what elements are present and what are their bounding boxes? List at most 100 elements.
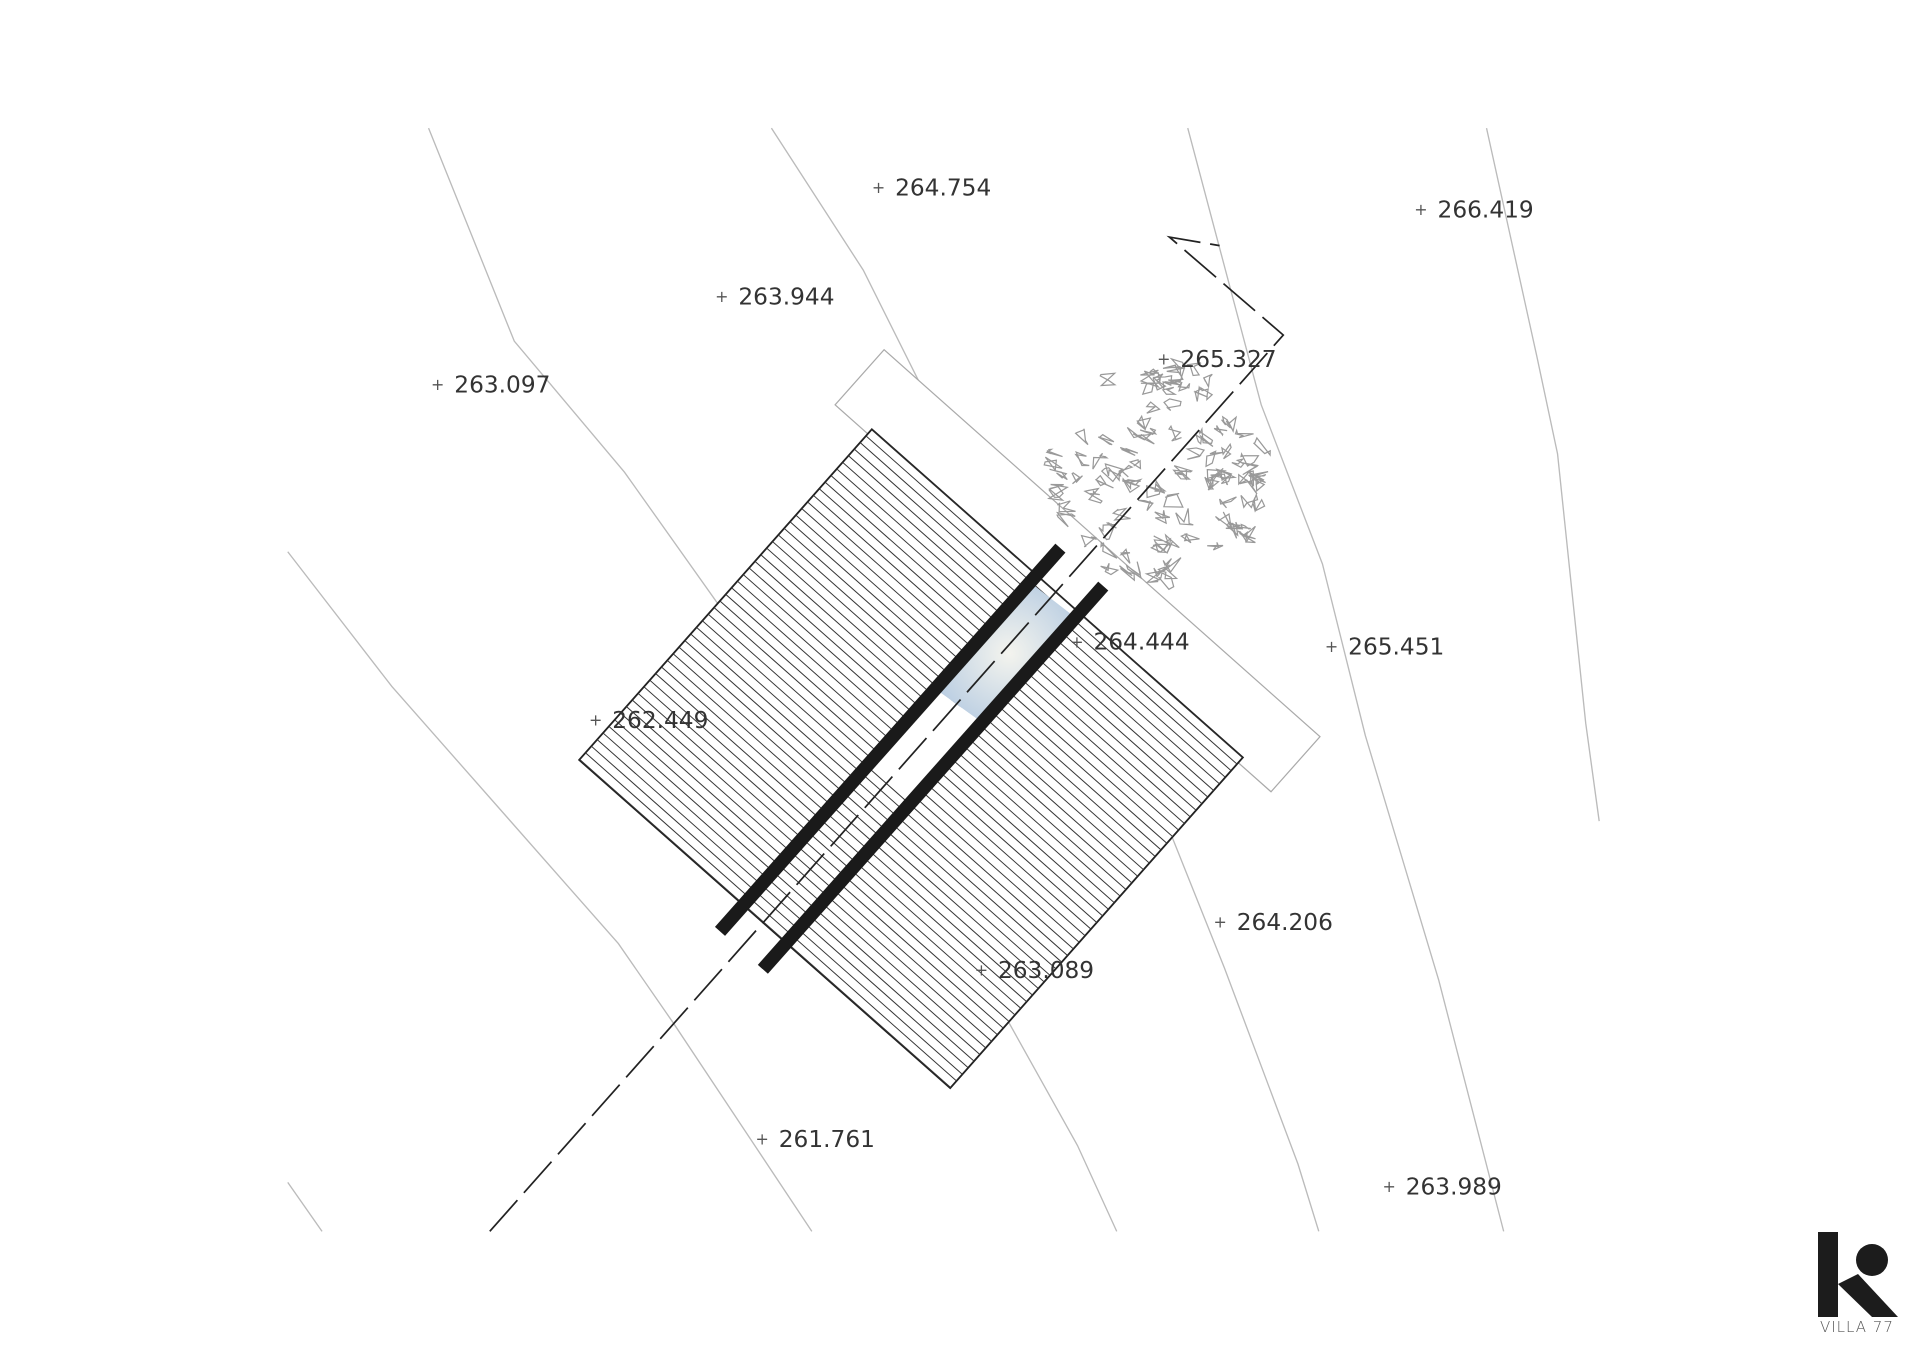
spot-level-label: 263.944	[738, 283, 834, 310]
hatch-line	[579, 429, 1243, 970]
leaf-shape	[1119, 464, 1134, 478]
hatch-line	[579, 429, 1243, 1069]
leaf-shape	[1071, 472, 1083, 485]
wall-bar	[714, 543, 1066, 936]
level-marker-icon: +	[1070, 632, 1083, 651]
hatch-line	[579, 429, 1243, 963]
leaf-shape	[1099, 372, 1117, 387]
level-marker-icon: +	[975, 960, 988, 979]
leaf-shape	[1119, 447, 1139, 456]
leaf-shape	[1149, 368, 1162, 382]
level-marker-icon: +	[1325, 637, 1338, 656]
leaf-shape	[1104, 463, 1125, 477]
leaf-shape	[1146, 479, 1162, 499]
hatch-line	[579, 429, 1243, 1062]
leaf-shape	[1049, 468, 1068, 481]
hatch-line	[579, 429, 1137, 1089]
hatch-line	[579, 429, 1143, 1089]
axis-line	[489, 235, 1285, 1232]
level-marker-icon: +	[872, 178, 885, 197]
leaf-shape	[1111, 507, 1131, 521]
hatch-line	[579, 429, 1243, 1029]
leaf-shape	[1252, 436, 1271, 457]
glass-skylight	[940, 586, 1078, 721]
leaf-shape	[1092, 452, 1109, 470]
leaf-shape	[1122, 477, 1143, 491]
hatch-line	[579, 429, 1243, 943]
contour-line	[1485, 127, 1600, 822]
leaf-shape	[1074, 450, 1090, 467]
leaf-shape	[1152, 374, 1173, 391]
spot-level-label: 263.989	[1406, 1174, 1502, 1201]
hatch-line	[579, 429, 1243, 930]
leaf-shape	[1100, 563, 1120, 576]
hatch-line	[579, 429, 1243, 950]
leaf-shape	[1164, 533, 1180, 549]
leaf-shape	[1180, 532, 1200, 544]
leaf-shape	[1219, 496, 1237, 509]
leaf-shape	[1047, 483, 1070, 502]
hatch-line	[579, 429, 1201, 1089]
pathway	[834, 348, 1321, 793]
leaf-shape	[1154, 510, 1171, 525]
leaf-shape	[1048, 485, 1064, 498]
spot-level-label: 264.444	[1093, 629, 1189, 656]
leaf-shape	[1097, 433, 1115, 446]
leaf-shape	[1137, 499, 1154, 511]
leaf-shape	[1240, 452, 1260, 467]
hatch-line	[579, 429, 1243, 1075]
hatch-line	[579, 429, 1243, 957]
leaf-shape	[1172, 465, 1194, 480]
spot-level-label: 262.449	[612, 707, 708, 734]
spot-levels: +264.754+266.419+263.944+263.097+265.327…	[431, 174, 1534, 1200]
leaf-shape	[1163, 398, 1182, 411]
leaf-shape	[1240, 492, 1259, 509]
leaf-shape	[1225, 415, 1238, 433]
leaf-shape	[1136, 414, 1152, 431]
leaf-shape	[1100, 541, 1118, 559]
hatch-line	[579, 429, 1243, 1056]
leaf-shape	[1221, 415, 1231, 429]
hatch-line	[579, 429, 1243, 1009]
level-marker-icon: +	[589, 711, 602, 730]
hatch-line	[579, 429, 1243, 1036]
tree-icon	[1043, 357, 1271, 591]
hatch-line	[579, 429, 1230, 1089]
leaf-shape	[1167, 424, 1182, 442]
leaf-shape	[1094, 474, 1114, 489]
hatch-line	[579, 429, 1213, 1089]
hatch-line	[579, 429, 1236, 1089]
hatch-line	[579, 429, 1154, 1089]
leaf-shape	[1128, 459, 1142, 470]
leaf-shape	[1100, 467, 1120, 483]
leaf-shape	[1213, 425, 1228, 437]
hatch-line	[579, 429, 1189, 1089]
hatch-line	[579, 429, 1224, 1089]
leaf-shape	[1154, 540, 1174, 554]
leaf-shape	[1177, 381, 1191, 392]
leaf-shape	[1139, 369, 1161, 389]
hatch-line	[579, 429, 1243, 1003]
hatch-line	[579, 429, 1243, 924]
leaf-shape	[1119, 548, 1131, 564]
hatch-line	[579, 429, 1243, 1089]
hatch-line	[579, 429, 1243, 1082]
hatch-line	[579, 429, 1131, 1089]
hatch-line	[579, 429, 1243, 1049]
hatch-line	[579, 429, 1243, 1016]
level-marker-icon: +	[1213, 913, 1226, 932]
spot-level-label: 263.097	[454, 372, 550, 399]
leaf-shape	[1083, 487, 1103, 504]
contour-line	[287, 1181, 323, 1232]
leaf-shape	[1247, 471, 1269, 484]
spot-level-label: 265.451	[1348, 634, 1444, 661]
hatch-line	[579, 429, 1243, 1023]
leaf-shape	[1157, 572, 1175, 591]
leaf-shape	[1055, 511, 1076, 528]
level-marker-icon: +	[715, 287, 728, 306]
hatch-line	[579, 429, 1243, 937]
roof-hatching	[579, 429, 1243, 1089]
leaf-shape	[1136, 433, 1155, 445]
leaf-shape	[1202, 373, 1213, 389]
level-marker-icon: +	[1382, 1177, 1395, 1196]
